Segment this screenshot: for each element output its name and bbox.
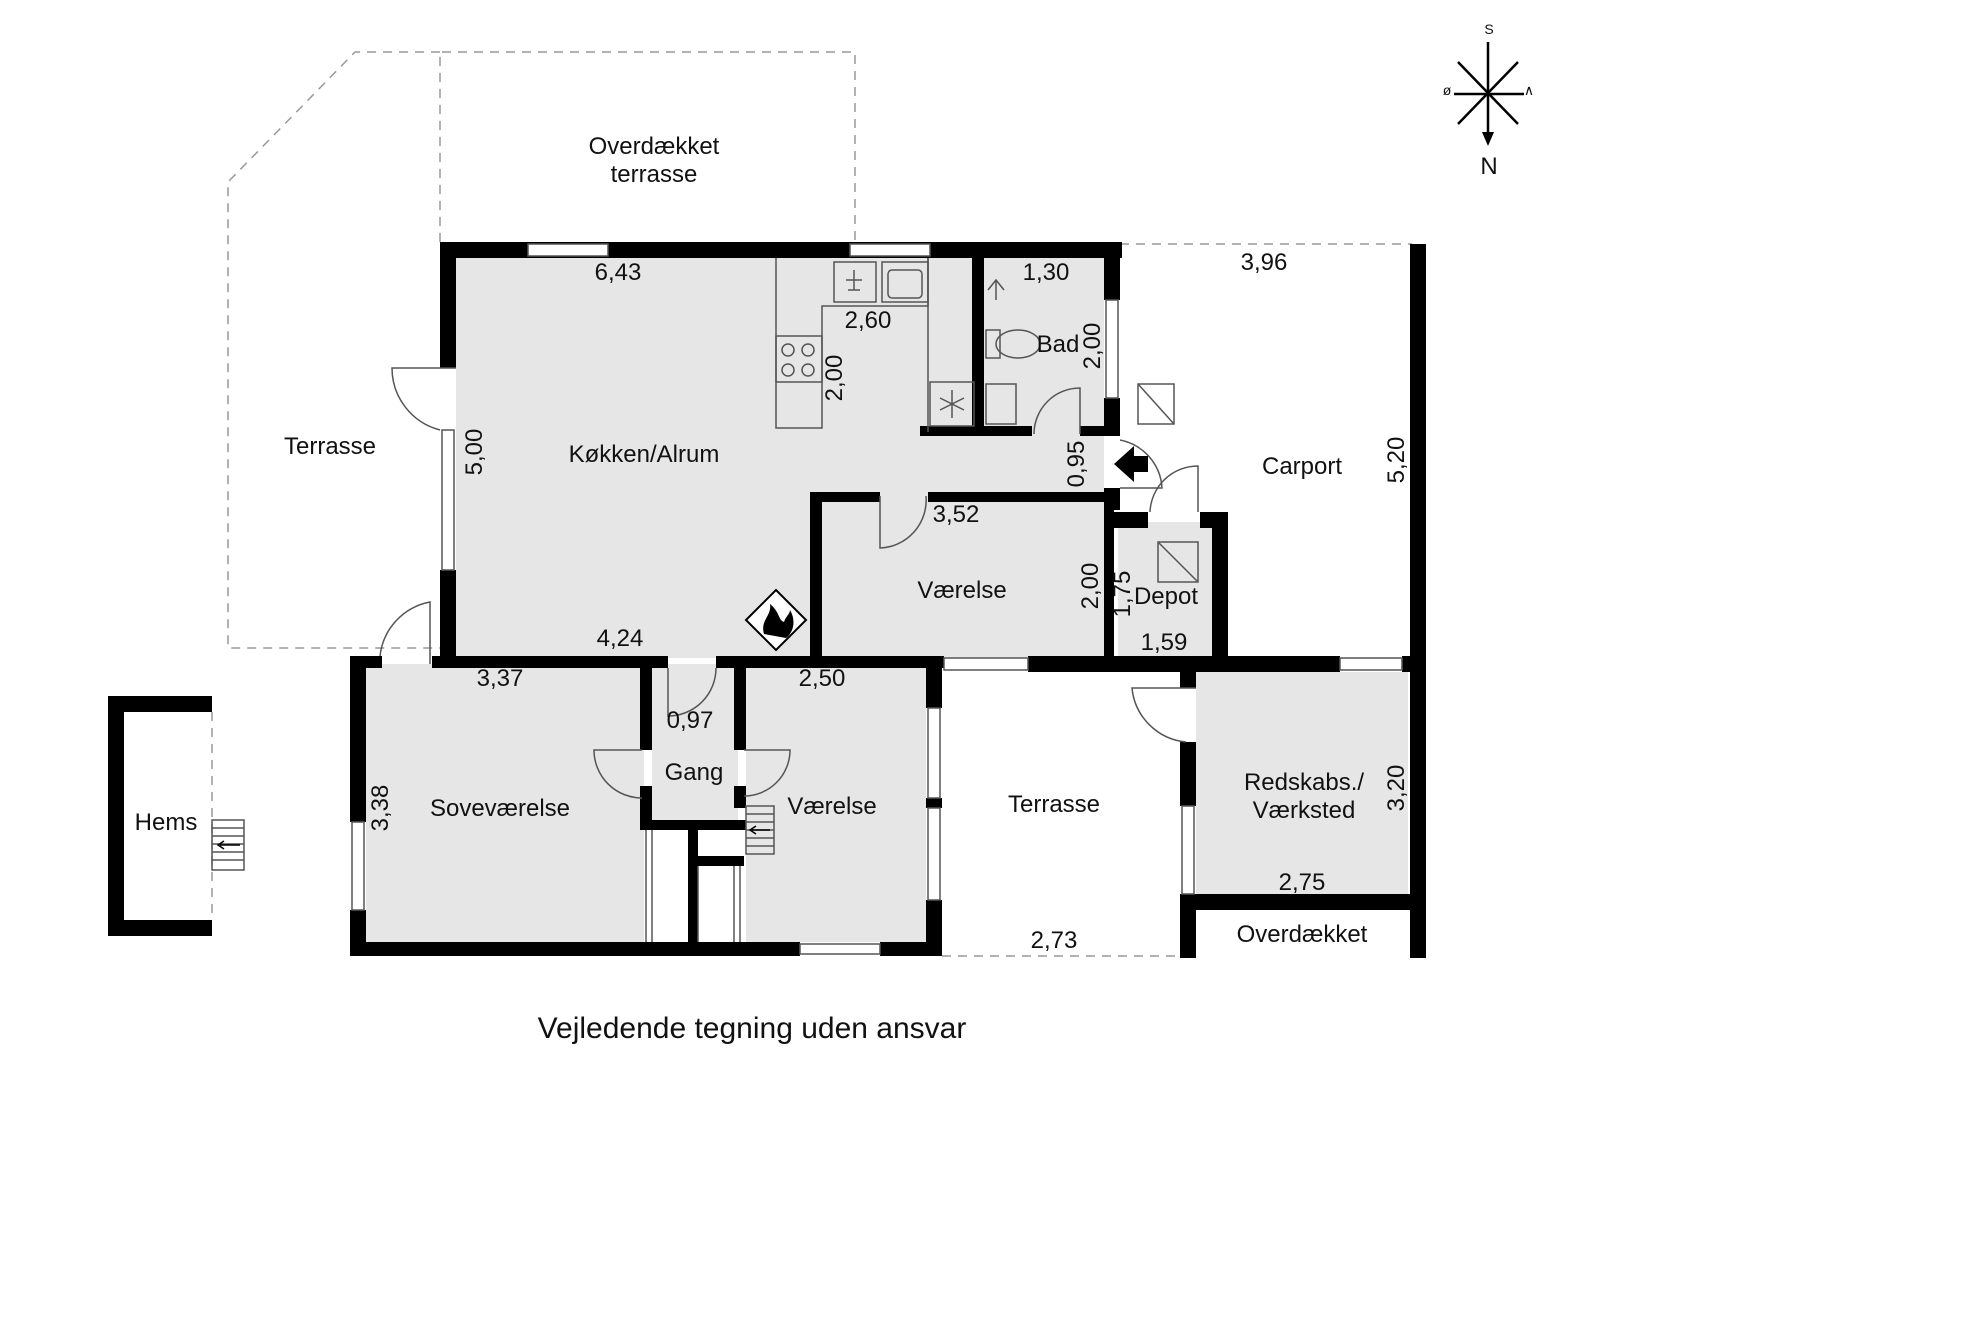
floor-workshop: [1196, 672, 1408, 894]
dim-bath-depth: 2,00: [1079, 323, 1106, 370]
label-bedroom: Soveværelse: [430, 795, 570, 822]
window-room-lower-right-2: [927, 807, 941, 901]
floor-room-middle: [822, 496, 1104, 658]
compass-icon: S ø ∧ N: [1443, 21, 1534, 180]
dim-carport-width: 3,96: [1241, 249, 1288, 276]
dashed-outlines: [211, 51, 1412, 957]
dim-bedroom-depth: 3,38: [367, 785, 394, 832]
hall-cabinets: [645, 830, 741, 942]
door-hall-top: [667, 667, 717, 717]
window-room-lower-right-1: [927, 707, 941, 799]
kitchen-fixtures: [775, 258, 975, 432]
dim-terrace-lower-width: 2,73: [1031, 927, 1078, 954]
misc-symbols: [211, 383, 1199, 942]
entrance-arrow-icon: [1114, 446, 1148, 482]
label-bath: Bad: [1037, 331, 1080, 358]
dim-kitchen-width: 6,43: [595, 259, 642, 286]
floor-areas: [366, 258, 1408, 942]
floor-hall: [652, 664, 738, 824]
dim-bath-width: 1,30: [1023, 259, 1070, 286]
outline-terrace-left: [227, 51, 440, 649]
window-workshop: [1181, 805, 1195, 895]
caption: Vejledende tegning uden ansvar: [538, 1012, 967, 1045]
compass-top: S: [1484, 21, 1493, 37]
door-depot: [1149, 465, 1199, 513]
door-room-middle: [879, 495, 927, 549]
label-loft: Hems: [135, 809, 198, 836]
bath-fixtures: [985, 278, 1041, 425]
door-workshop: [1131, 687, 1196, 743]
dim-carport-depth: 5,20: [1383, 437, 1410, 484]
door-bedroom: [379, 601, 431, 664]
door-bath: [1033, 387, 1081, 435]
dim-kitchen-lower: 4,24: [597, 625, 644, 652]
dim-bedroom-width: 3,37: [477, 665, 524, 692]
fireplace-icon: [744, 588, 808, 652]
compass-left: ø: [1443, 82, 1452, 98]
label-terrace-lower: Terrasse: [1008, 791, 1100, 818]
dim-hall-width: 0,97: [667, 707, 714, 734]
dim-kitchen-counter: 2,60: [845, 307, 892, 334]
coffee-machine-icon: [833, 261, 877, 303]
windows: [351, 243, 1403, 955]
floor-bedroom: [366, 664, 644, 942]
door-hall-left: [593, 749, 643, 799]
label-workshop: Redskabs./Værksted: [1244, 769, 1364, 824]
floor-entry: [976, 434, 1104, 496]
dim-kitchen-counter-depth: 2,00: [821, 355, 848, 402]
stairs-loft-icon: [211, 819, 245, 871]
window-carport: [1339, 657, 1403, 671]
window-room-lower-bottom: [799, 943, 881, 955]
fridge-freezer-icon: [929, 381, 975, 427]
door-entry: [1119, 439, 1163, 489]
label-hall: Gang: [665, 759, 724, 786]
walls: [108, 242, 1426, 958]
shower-icon: [987, 278, 1005, 300]
washbasin-icon: [985, 383, 1017, 425]
dim-workshop-width: 2,75: [1279, 869, 1326, 896]
dim-kitchen-depth: 5,00: [461, 429, 488, 476]
dim-room-lower-width: 2,50: [799, 665, 846, 692]
window-bath: [1105, 299, 1119, 399]
window-bedroom: [351, 821, 365, 911]
dim-entry: 0,95: [1063, 441, 1090, 488]
compass-right: ∧: [1524, 82, 1534, 98]
door-kitchen-left: [391, 367, 456, 431]
floor-room-lower: [746, 664, 926, 942]
label-kitchen: Køkken/Alrum: [569, 441, 720, 468]
stairs-hall-icon: [745, 805, 775, 855]
window-kitchen-left: [441, 429, 455, 571]
window-kitchen-top: [527, 243, 609, 257]
label-room-middle: Værelse: [917, 577, 1006, 604]
compass-north: N: [1480, 153, 1497, 180]
label-carport: Carport: [1262, 453, 1342, 480]
label-terrace-left: Terrasse: [284, 433, 376, 460]
toilet-icon: [985, 329, 1041, 359]
label-covered-lower: Overdækket: [1237, 921, 1368, 948]
hvac-box-depot-icon: [1157, 541, 1199, 583]
dimension-labels: 6,43 2,60 2,00 5,00 4,24 1,30 2,00 3,96 …: [367, 249, 1410, 954]
stove-icon: [775, 335, 823, 383]
dim-depot-width: 1,59: [1141, 629, 1188, 656]
dim-depot-depth: 1,75: [1109, 571, 1136, 618]
dim-room-middle-width: 3,52: [933, 501, 980, 528]
door-hall-right: [743, 749, 791, 797]
hvac-box-icon: [1137, 383, 1175, 425]
label-room-lower: Værelse: [787, 793, 876, 820]
label-depot: Depot: [1134, 583, 1198, 610]
dim-room-middle-depth: 2,00: [1077, 563, 1104, 610]
dim-workshop-depth: 3,20: [1383, 765, 1410, 812]
doors: [379, 367, 1199, 799]
window-room-middle: [943, 657, 1029, 671]
window-kitchen-top-right: [849, 243, 931, 257]
